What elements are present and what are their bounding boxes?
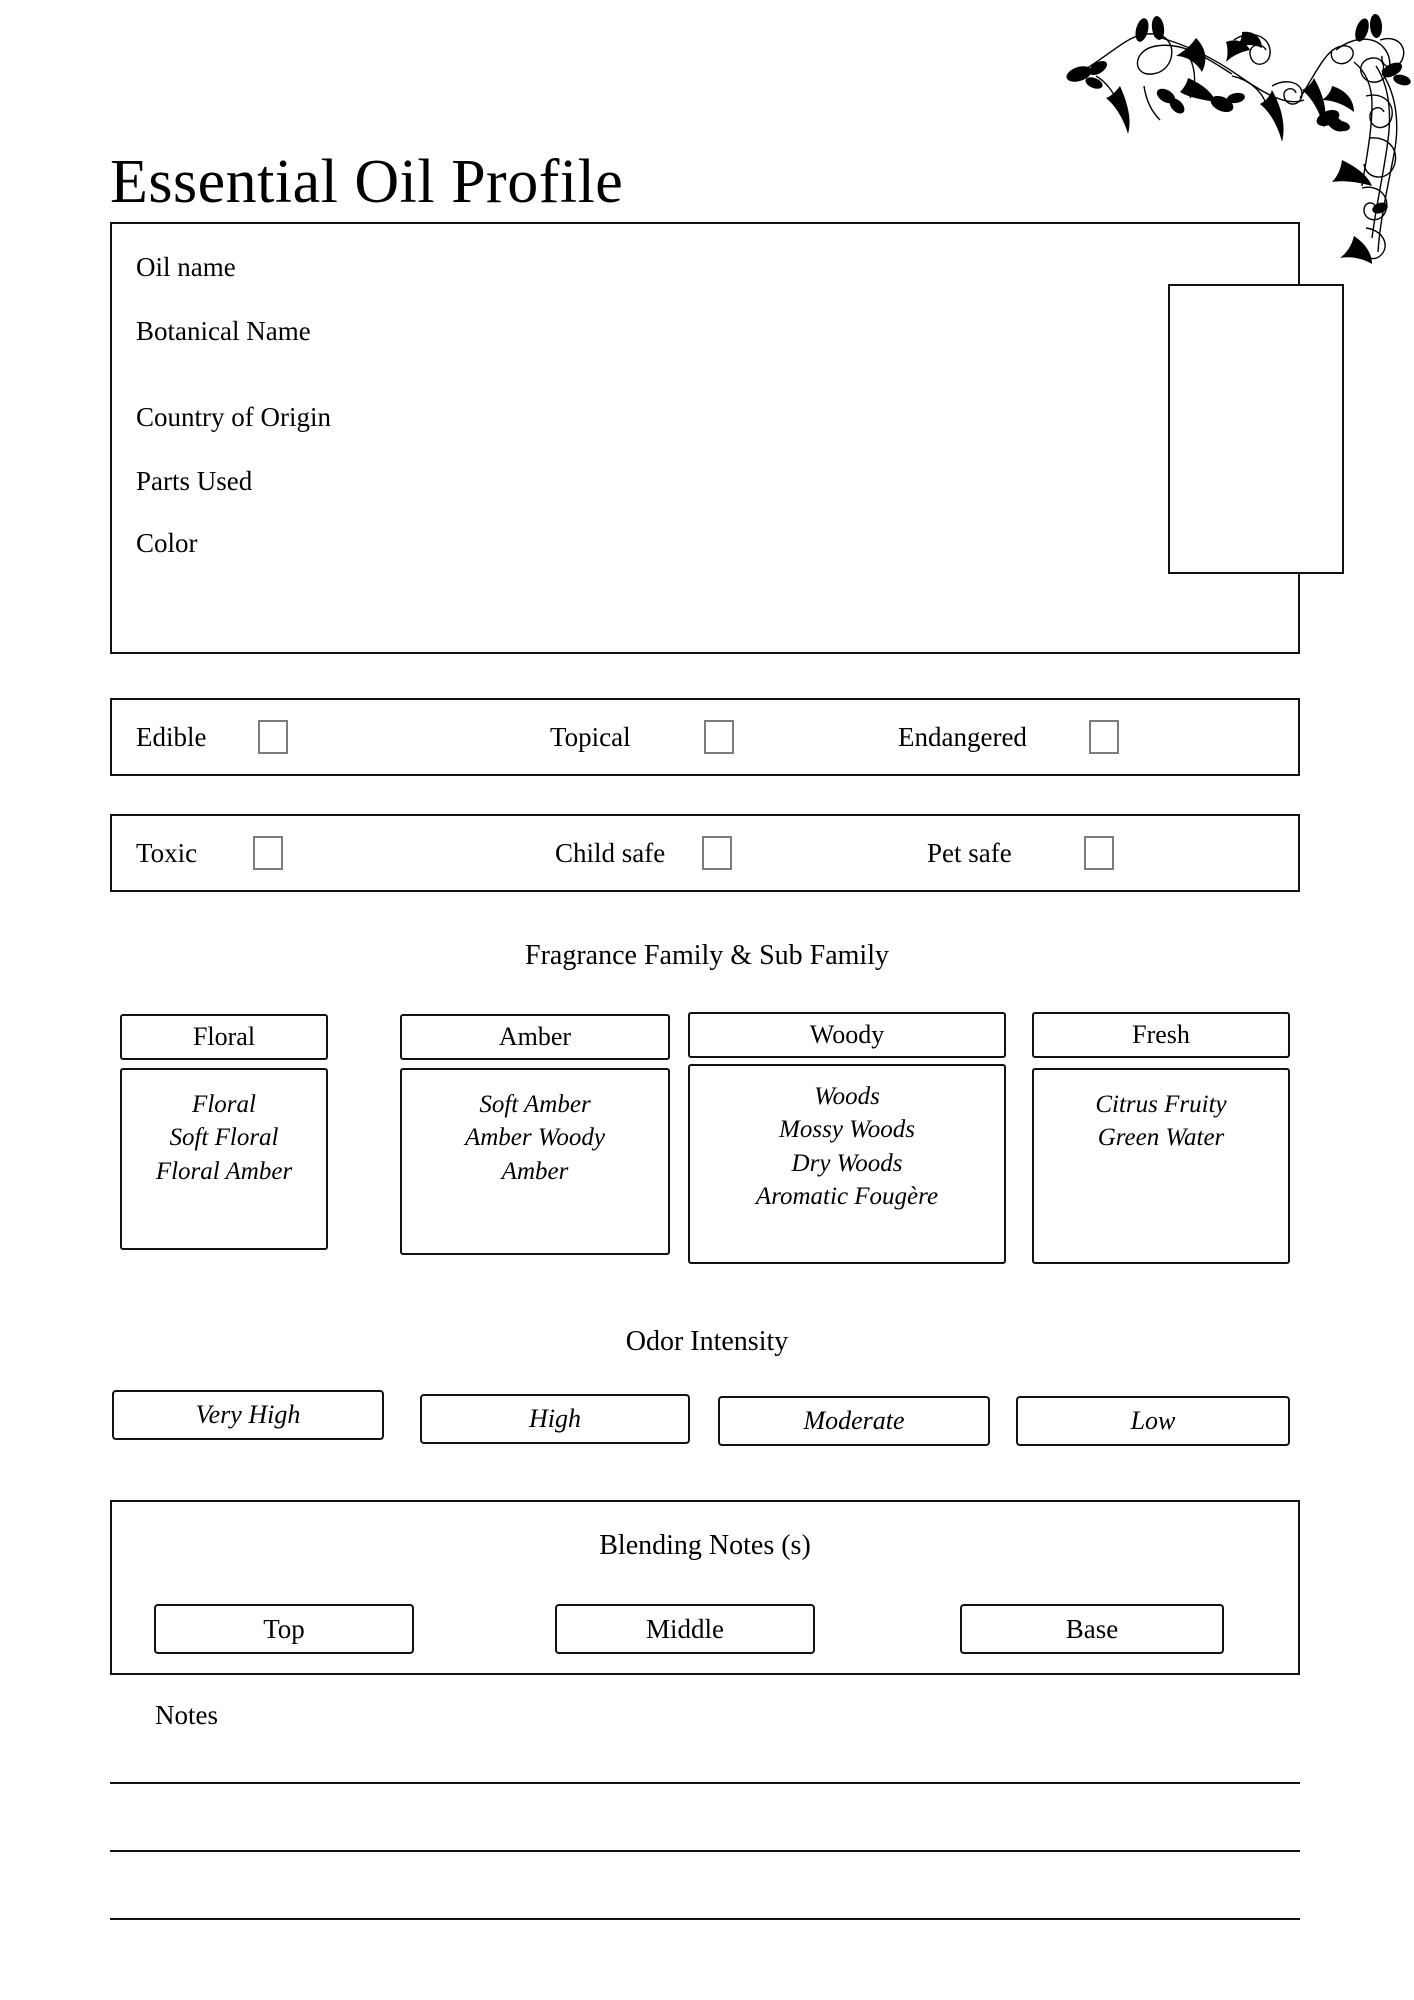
odor-option-high[interactable]: High — [420, 1394, 690, 1444]
checkbox-edible[interactable] — [258, 720, 288, 754]
checkbox-toxic-wrap[interactable] — [253, 816, 283, 890]
field-label-color: Color — [136, 528, 198, 558]
attribute-row-usage: Edible Topical Endangered — [110, 698, 1300, 776]
attr-label-toxic-wrap: Toxic — [136, 816, 197, 890]
fragrance-subfamilies-woody[interactable]: Woods Mossy Woods Dry Woods Aromatic Fou… — [688, 1064, 1006, 1264]
odor-option-very-high[interactable]: Very High — [112, 1390, 384, 1440]
fragrance-family-floral[interactable]: Floral — [120, 1014, 328, 1060]
field-label-oil-name: Oil name — [136, 252, 236, 282]
attr-label-child-safe: Child safe — [555, 837, 666, 868]
page-title: Essential Oil Profile — [110, 147, 624, 216]
subfamily-item: Woods — [814, 1083, 880, 1110]
checkbox-endangered-wrap[interactable] — [1089, 700, 1119, 774]
odor-intensity-heading: Odor Intensity — [625, 1326, 789, 1357]
checkbox-toxic[interactable] — [253, 836, 283, 870]
image-placeholder-box[interactable] — [1168, 284, 1344, 574]
blending-notes-title: Blending Notes (s) — [599, 1530, 811, 1561]
attr-label-edible-wrap: Edible — [136, 700, 206, 774]
attr-label-topical-wrap: Topical — [550, 700, 631, 774]
attr-label-endangered-wrap: Endangered — [898, 700, 1027, 774]
checkbox-child-safe[interactable] — [702, 836, 732, 870]
subfamily-item: Floral — [192, 1091, 256, 1118]
fragrance-family-amber[interactable]: Amber — [400, 1014, 670, 1060]
blending-notes-panel: Blending Notes (s) Top Middle Base — [110, 1500, 1300, 1675]
attr-label-topical: Topical — [550, 721, 631, 752]
blending-note-middle[interactable]: Middle — [555, 1604, 815, 1654]
attr-label-endangered: Endangered — [898, 721, 1027, 752]
checkbox-pet-safe-wrap[interactable] — [1084, 816, 1114, 890]
checkbox-endangered[interactable] — [1089, 720, 1119, 754]
subfamily-item: Floral Amber — [155, 1157, 293, 1185]
fragrance-family-heading: Fragrance Family & Sub Family — [525, 940, 889, 971]
blending-note-base[interactable]: Base — [960, 1604, 1224, 1654]
notes-label: Notes — [155, 1700, 218, 1730]
subfamily-item: Green Water — [1097, 1124, 1225, 1152]
field-label-botanical-name: Botanical Name — [136, 316, 311, 346]
oil-identity-panel: Oil name Botanical Name Country of Origi… — [110, 222, 1300, 654]
odor-option-moderate[interactable]: Moderate — [718, 1396, 990, 1446]
field-label-parts-used: Parts Used — [136, 466, 253, 496]
attr-label-pet-safe-wrap: Pet safe — [927, 816, 1012, 890]
notes-line[interactable] — [110, 1782, 1300, 1784]
subfamily-item: Aromatic Fougère — [755, 1182, 939, 1210]
field-label-country-of-origin: Country of Origin — [136, 402, 331, 432]
attr-label-pet-safe: Pet safe — [927, 837, 1012, 868]
fragrance-subfamilies-fresh[interactable]: Citrus Fruity Green Water — [1032, 1068, 1290, 1264]
odor-option-low[interactable]: Low — [1016, 1396, 1290, 1446]
checkbox-pet-safe[interactable] — [1084, 836, 1114, 870]
subfamily-item: Dry Woods — [791, 1149, 903, 1177]
attr-label-edible: Edible — [136, 721, 207, 752]
subfamily-item: Mossy Woods — [779, 1116, 915, 1144]
blending-note-top[interactable]: Top — [154, 1604, 414, 1654]
subfamily-item: Citrus Fruity — [1095, 1091, 1227, 1118]
checkbox-topical-wrap[interactable] — [704, 700, 734, 774]
attribute-row-safety: Toxic Child safe Pet safe — [110, 814, 1300, 892]
notes-line[interactable] — [110, 1850, 1300, 1852]
attr-label-toxic: Toxic — [136, 837, 198, 868]
attr-label-child-safe-wrap: Child safe — [555, 816, 665, 890]
fragrance-family-fresh[interactable]: Fresh — [1032, 1012, 1290, 1058]
notes-line[interactable] — [110, 1918, 1300, 1920]
subfamily-item: Amber Woody — [464, 1124, 606, 1152]
subfamily-item: Amber — [501, 1157, 569, 1185]
checkbox-child-safe-wrap[interactable] — [702, 816, 732, 890]
fragrance-subfamilies-floral[interactable]: Floral Soft Floral Floral Amber — [120, 1068, 328, 1250]
subfamily-item: Soft Amber — [479, 1091, 591, 1118]
checkbox-topical[interactable] — [704, 720, 734, 754]
fragrance-family-woody[interactable]: Woody — [688, 1012, 1006, 1058]
subfamily-item: Soft Floral — [169, 1124, 279, 1152]
fragrance-subfamilies-amber[interactable]: Soft Amber Amber Woody Amber — [400, 1068, 670, 1255]
checkbox-edible-wrap[interactable] — [258, 700, 288, 774]
